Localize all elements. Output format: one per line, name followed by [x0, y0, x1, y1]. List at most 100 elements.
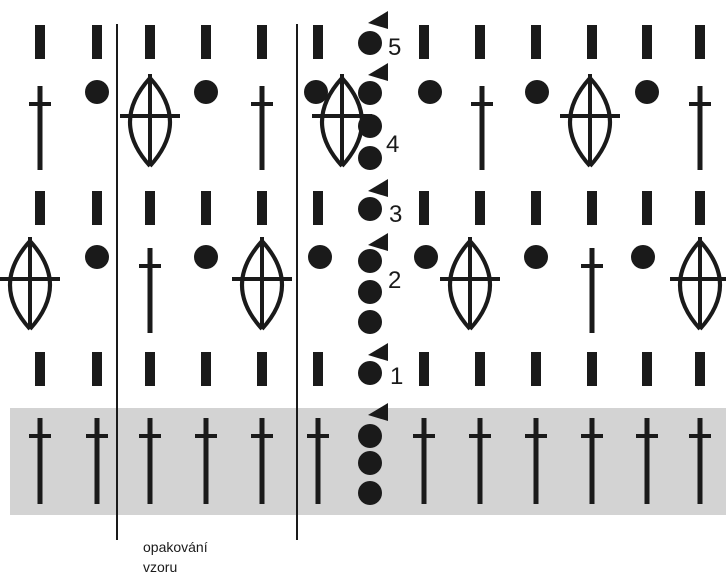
- chain-stitch: [257, 191, 267, 225]
- chain-stitch: [531, 25, 541, 59]
- cluster-stitch: [120, 74, 180, 168]
- chain-stitch: [313, 191, 323, 225]
- chain-stitch: [695, 25, 705, 59]
- treble-crochet: [139, 418, 161, 504]
- chain-stitch: [35, 191, 45, 225]
- chain-stitch: [587, 25, 597, 59]
- chain-stitch: [92, 352, 102, 386]
- turning-chain-dot: [358, 249, 382, 273]
- chain-dot: [194, 80, 218, 104]
- repeat-label-line-2: vzoru: [143, 559, 178, 575]
- chain-stitch: [531, 352, 541, 386]
- chain-stitch: [313, 352, 323, 386]
- chain-dot: [308, 245, 332, 269]
- treble-crochet: [471, 86, 493, 170]
- chain-stitch: [257, 25, 267, 59]
- chain-stitch: [475, 191, 485, 225]
- row-start-marker: [368, 343, 388, 361]
- chain-stitch: [475, 25, 485, 59]
- chain-stitch: [257, 352, 267, 386]
- chain-dot: [635, 80, 659, 104]
- chain-dot: [631, 245, 655, 269]
- chain-dot: [524, 245, 548, 269]
- chain-stitch: [419, 25, 429, 59]
- chain-stitch: [419, 352, 429, 386]
- chain-stitch: [587, 352, 597, 386]
- chain-dot: [304, 80, 328, 104]
- chain-stitch: [92, 191, 102, 225]
- chain-stitch: [642, 191, 652, 225]
- chain-stitch: [695, 352, 705, 386]
- chain-dot: [85, 80, 109, 104]
- treble-crochet: [195, 418, 217, 504]
- treble-crochet: [307, 418, 329, 504]
- treble-crochet: [636, 418, 658, 504]
- chain-stitch: [642, 352, 652, 386]
- turning-chain-dot: [358, 310, 382, 334]
- treble-crochet: [581, 248, 603, 333]
- chain-stitch: [201, 191, 211, 225]
- turning-chain-dot: [358, 424, 382, 448]
- chain-stitch: [201, 25, 211, 59]
- treble-crochet: [29, 418, 51, 504]
- cluster-stitch: [232, 237, 292, 331]
- chain-stitch: [92, 25, 102, 59]
- turning-chain-dot: [358, 114, 382, 138]
- repeat-label: opakování vzoru: [143, 537, 208, 577]
- treble-crochet: [525, 418, 547, 504]
- turning-chain-dot: [358, 31, 382, 55]
- chain-stitch: [695, 191, 705, 225]
- chain-stitch: [35, 352, 45, 386]
- cluster-stitch: [670, 237, 726, 331]
- chain-dot: [414, 245, 438, 269]
- chain-stitch: [145, 191, 155, 225]
- treble-crochet: [251, 418, 273, 504]
- turning-chain-dot: [358, 451, 382, 475]
- chain-stitch: [145, 352, 155, 386]
- row-start-marker: [368, 233, 388, 251]
- chain-stitch: [419, 191, 429, 225]
- chain-dot: [525, 80, 549, 104]
- turning-chain-dot: [358, 146, 382, 170]
- turning-chain-column: [358, 11, 388, 505]
- chain-dot: [418, 80, 442, 104]
- chain-stitch: [201, 352, 211, 386]
- treble-crochet: [581, 418, 603, 504]
- treble-crochet: [251, 86, 273, 170]
- cluster-stitch: [0, 237, 60, 331]
- repeat-label-line-1: opakování: [143, 539, 208, 555]
- stitch-grid: [0, 25, 726, 504]
- chain-stitch: [531, 191, 541, 225]
- treble-crochet: [689, 86, 711, 170]
- turning-chain-dot: [358, 280, 382, 304]
- chain-stitch: [145, 25, 155, 59]
- chain-dot: [194, 245, 218, 269]
- row-start-marker: [368, 63, 388, 81]
- chain-stitch: [35, 25, 45, 59]
- chain-stitch: [587, 191, 597, 225]
- row-number-5: 5: [388, 34, 401, 61]
- treble-crochet: [469, 418, 491, 504]
- treble-crochet: [413, 418, 435, 504]
- cluster-stitch: [440, 237, 500, 331]
- chain-stitch: [313, 25, 323, 59]
- row-start-marker: [368, 179, 388, 197]
- row-number-2: 2: [388, 267, 401, 294]
- row-number-1: 1: [390, 363, 403, 390]
- treble-crochet: [86, 418, 108, 504]
- turning-chain-dot: [358, 81, 382, 105]
- row-number-3: 3: [389, 201, 402, 228]
- treble-crochet: [29, 86, 51, 170]
- cluster-stitch: [560, 74, 620, 168]
- treble-crochet: [139, 248, 161, 333]
- turning-chain-dot: [358, 361, 382, 385]
- chain-stitch: [475, 352, 485, 386]
- turning-chain-dot: [358, 197, 382, 221]
- treble-crochet: [689, 418, 711, 504]
- chain-dot: [85, 245, 109, 269]
- row-number-4: 4: [386, 131, 399, 158]
- turning-chain-dot: [358, 481, 382, 505]
- row-start-marker: [368, 11, 388, 29]
- chain-stitch: [642, 25, 652, 59]
